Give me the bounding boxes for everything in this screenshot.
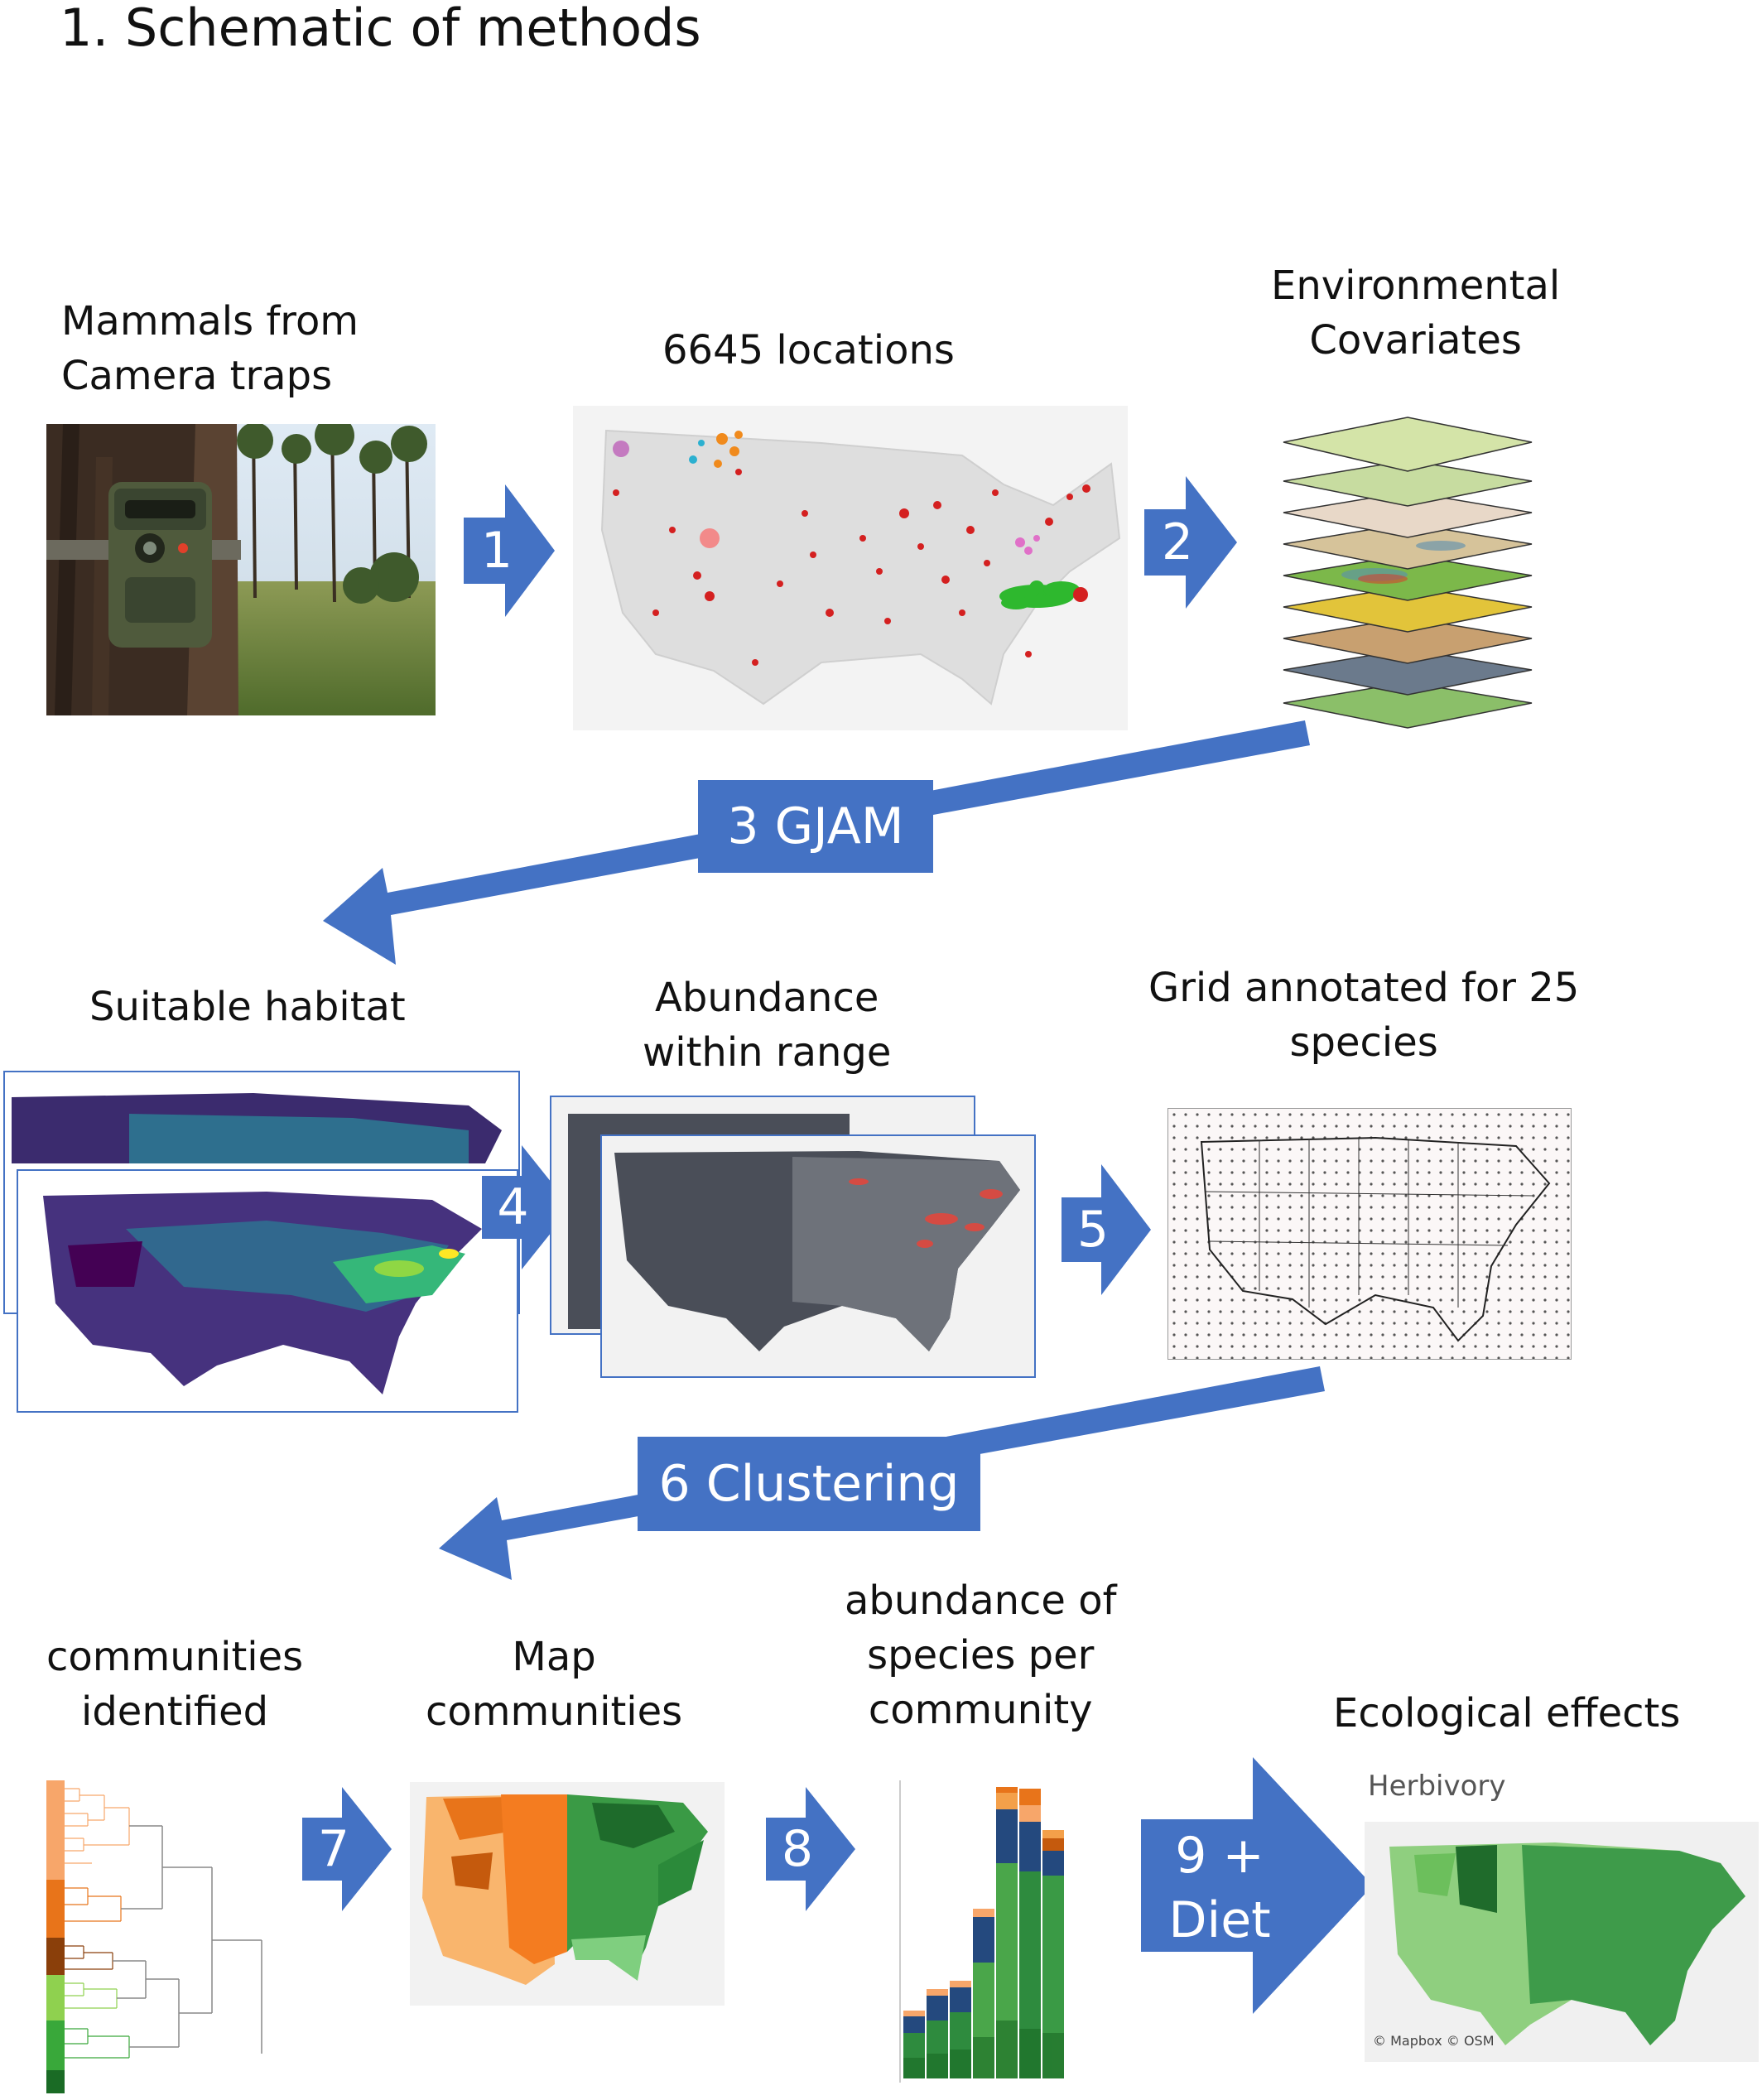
- label-habitat: Suitable habitat: [89, 984, 406, 1030]
- label-communities-line1: communities: [46, 1634, 304, 1680]
- label-grid-line1: Grid annotated for 25: [1148, 965, 1580, 1011]
- label-mammals: Mammals from Camera traps: [61, 294, 359, 403]
- step-9-label-line1: 9 +: [1175, 1827, 1264, 1885]
- abundance-stacked-bars: [882, 1772, 1089, 2095]
- communities-map: [410, 1782, 725, 2006]
- step-8-label: 8: [781, 1820, 814, 1878]
- label-apc-line1: abundance of: [845, 1577, 1117, 1624]
- label-map-communities-line2: communities: [426, 1688, 683, 1735]
- label-covariates-line2: Covariates: [1309, 317, 1522, 364]
- step-8-arrow: 8: [766, 1787, 855, 1911]
- herbivory-label: Herbivory: [1368, 1770, 1506, 1803]
- label-covariates-line1: Environmental: [1271, 262, 1561, 309]
- label-ecological: Ecological effects: [1333, 1690, 1681, 1736]
- label-apc-line3: community: [868, 1687, 1093, 1733]
- step-9-label-line2: Diet: [1168, 1891, 1271, 1949]
- step-2-label: 2: [1161, 513, 1194, 571]
- camera-trap-photo: [46, 424, 436, 715]
- label-grid: Grid annotated for 25 species: [1148, 961, 1579, 1070]
- step-9-arrow: 9 + Diet: [1141, 1757, 1373, 2014]
- label-abundance-line2: within range: [643, 1029, 892, 1076]
- label-map-communities: Map communities: [426, 1630, 682, 1739]
- label-abundance: Abundance within range: [643, 971, 891, 1080]
- label-communities: communities identified: [46, 1630, 303, 1739]
- page-title: 1. Schematic of methods: [60, 0, 701, 58]
- label-covariates: Environmental Covariates: [1271, 258, 1560, 368]
- label-mammals-line2: Camera traps: [61, 353, 333, 399]
- abundance-map-front: [600, 1134, 1036, 1378]
- covariate-layers: [1275, 409, 1540, 732]
- step-7-arrow: 7: [302, 1787, 392, 1911]
- step-9-label: 9 + Diet: [1141, 1823, 1298, 1953]
- herbivory-map: © Mapbox © OSM: [1365, 1822, 1759, 2062]
- step-4-label: 4: [497, 1178, 529, 1236]
- label-locations: 6645 locations: [662, 327, 955, 373]
- step-1-arrow: 1: [464, 484, 555, 617]
- step-6-box: 6 Clustering: [638, 1437, 980, 1531]
- step-3-label: 3 GJAM: [727, 797, 904, 855]
- step-1-label: 1: [480, 522, 513, 580]
- grid-map: [1167, 1108, 1572, 1360]
- label-apc-line2: species per: [867, 1632, 1095, 1679]
- step-2-arrow: 2: [1144, 476, 1237, 609]
- label-communities-line2: identified: [81, 1688, 269, 1735]
- label-map-communities-line1: Map: [512, 1634, 596, 1680]
- step-7-label: 7: [317, 1820, 350, 1878]
- step-6-label: 6 Clustering: [658, 1455, 960, 1513]
- step-5-arrow: 5: [1062, 1164, 1151, 1295]
- label-grid-line2: species: [1289, 1019, 1438, 1066]
- label-abundance-line1: Abundance: [655, 975, 879, 1021]
- locations-map: [573, 406, 1128, 730]
- step-4-arrow: 4: [482, 1145, 571, 1269]
- mapbox-attribution: © Mapbox © OSM: [1373, 2033, 1495, 2049]
- step-5-label: 5: [1076, 1201, 1110, 1259]
- dendrogram: [46, 1780, 286, 2093]
- habitat-map-front: [17, 1169, 518, 1413]
- label-abundance-per-community: abundance of species per community: [845, 1573, 1116, 1737]
- label-mammals-line1: Mammals from: [61, 298, 359, 344]
- step-3-box: 3 GJAM: [698, 780, 933, 873]
